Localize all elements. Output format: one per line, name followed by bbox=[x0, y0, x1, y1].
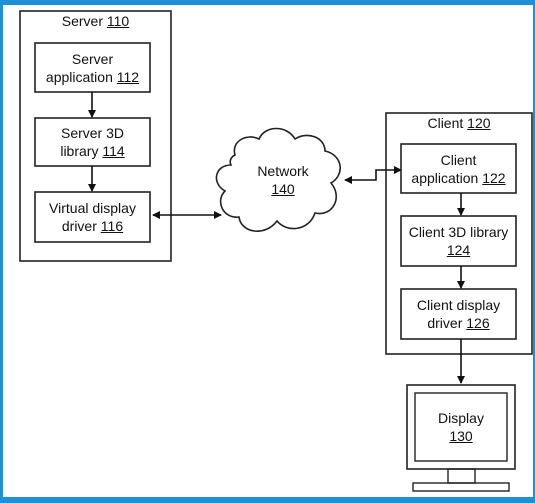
server-app-line2: application bbox=[45, 68, 113, 85]
diagram-canvas: Server 110 Server application 112 Server… bbox=[3, 5, 533, 497]
client-app-line2: application bbox=[411, 169, 479, 186]
server-ref: 110 bbox=[106, 13, 130, 29]
server-lib-line2: library bbox=[60, 143, 99, 159]
server-app-line1: Server bbox=[71, 50, 114, 67]
display-label: Display bbox=[438, 410, 484, 426]
server-app-ref: 112 bbox=[116, 68, 140, 85]
server-driver-line2: driver bbox=[61, 218, 97, 234]
server-driver-line1: Virtual display bbox=[49, 200, 136, 216]
client-driver-line1: Client display bbox=[416, 297, 501, 313]
monitor-base bbox=[412, 482, 510, 492]
client-title: Client 120 bbox=[427, 115, 491, 131]
network-label-text: Network bbox=[257, 163, 309, 179]
client-ref: 120 bbox=[467, 115, 491, 131]
client-app-node: Client application 122 bbox=[401, 144, 516, 193]
client-driver-ref: 126 bbox=[466, 315, 490, 331]
network-ref: 140 bbox=[271, 181, 295, 197]
server-lib-line1: Server 3D bbox=[60, 125, 125, 141]
display-ref: 130 bbox=[449, 428, 473, 444]
client-lib-line1: Client 3D library bbox=[408, 224, 509, 240]
client-lib-ref: 124 bbox=[446, 242, 471, 258]
client-app-line1: Client bbox=[440, 151, 477, 168]
network-cloud bbox=[215, 127, 341, 232]
server-driver-node: Virtual display driver 116 bbox=[35, 192, 150, 242]
monitor-neck bbox=[447, 468, 476, 484]
server-driver-box bbox=[34, 191, 151, 243]
client-driver-node: Client display driver 126 bbox=[401, 289, 516, 339]
server-title: Server 110 bbox=[61, 13, 130, 29]
server-container bbox=[19, 10, 172, 262]
client-container bbox=[385, 112, 533, 355]
client-lib-box bbox=[400, 215, 517, 267]
client-app-box bbox=[400, 143, 517, 194]
diagram-lines bbox=[19, 10, 533, 492]
arrow-network-client bbox=[344, 166, 402, 184]
client-driver-line2: driver bbox=[427, 315, 463, 331]
client-lib-node: Client 3D library 124 bbox=[401, 216, 516, 266]
client-driver-box bbox=[400, 288, 517, 340]
server-driver-ref: 116 bbox=[100, 218, 124, 234]
server-app-node: Server application 112 bbox=[35, 43, 150, 92]
server-lib-ref: 114 bbox=[102, 143, 125, 159]
network-label: Network 140 bbox=[243, 162, 323, 198]
client-app-ref: 122 bbox=[482, 169, 506, 186]
monitor-screen bbox=[414, 392, 508, 462]
display-node: Display 130 bbox=[415, 393, 507, 461]
server-lib-node: Server 3D library 114 bbox=[35, 118, 150, 166]
